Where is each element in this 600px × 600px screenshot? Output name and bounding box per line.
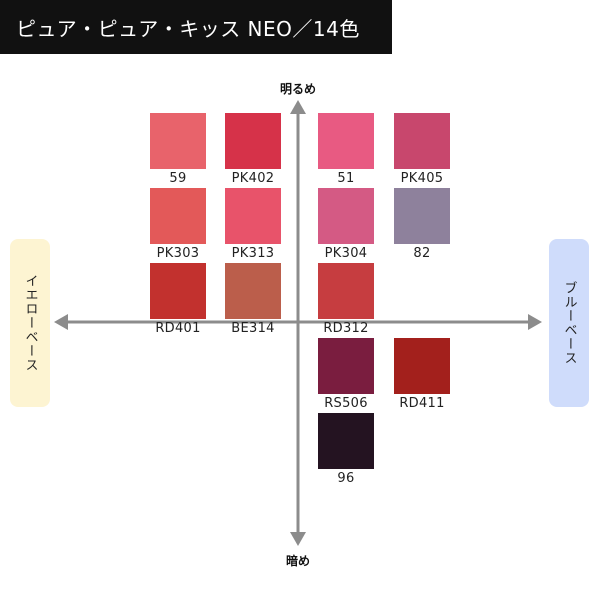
swatch-label-96: 96 (337, 471, 355, 486)
swatch-pk304 (318, 188, 374, 244)
blue-base-box: ブルーベース (549, 239, 589, 407)
swatch-label-rd401: RD401 (155, 321, 201, 336)
swatch-label-rd312: RD312 (323, 321, 369, 336)
swatch-be314 (225, 263, 281, 319)
swatch-59 (150, 113, 206, 169)
swatch-label-51: 51 (337, 171, 355, 186)
swatch-rs506 (318, 338, 374, 394)
swatch-label-pk304: PK304 (324, 246, 368, 261)
swatch-rd312 (318, 263, 374, 319)
swatch-label-rs506: RS506 (324, 396, 368, 411)
swatch-96 (318, 413, 374, 469)
title-text: ピュア・ピュア・キッス NEO／14色 (16, 16, 360, 41)
swatch-label-rd411: RD411 (399, 396, 445, 411)
swatch-51 (318, 113, 374, 169)
swatch-pk405 (394, 113, 450, 169)
swatch-rd401 (150, 263, 206, 319)
arrow-up (290, 100, 306, 114)
swatch-label-59: 59 (169, 171, 187, 186)
swatch-pk402 (225, 113, 281, 169)
swatch-label-pk313: PK313 (231, 246, 275, 261)
swatch-label-pk303: PK303 (156, 246, 200, 261)
swatch-rd411 (394, 338, 450, 394)
swatch-label-pk405: PK405 (400, 171, 444, 186)
yellow-base-box: イエローベース (10, 239, 50, 407)
axis-label-right: ブルーベース (561, 281, 577, 365)
swatch-82 (394, 188, 450, 244)
arrow-right (528, 314, 542, 330)
swatch-label-82: 82 (413, 246, 431, 261)
page-title: ピュア・ピュア・キッス NEO／14色 (0, 0, 392, 54)
arrow-down (290, 532, 306, 546)
swatch-pk313 (225, 188, 281, 244)
axis-label-top: 明るめ (279, 82, 316, 96)
arrow-left (54, 314, 68, 330)
swatch-label-pk402: PK402 (231, 171, 275, 186)
axis-lines (54, 100, 542, 546)
swatch-pk303 (150, 188, 206, 244)
axis-label-bottom: 暗め (285, 554, 310, 568)
swatch-label-be314: BE314 (231, 321, 275, 336)
axis-label-left: イエローベース (22, 274, 38, 372)
